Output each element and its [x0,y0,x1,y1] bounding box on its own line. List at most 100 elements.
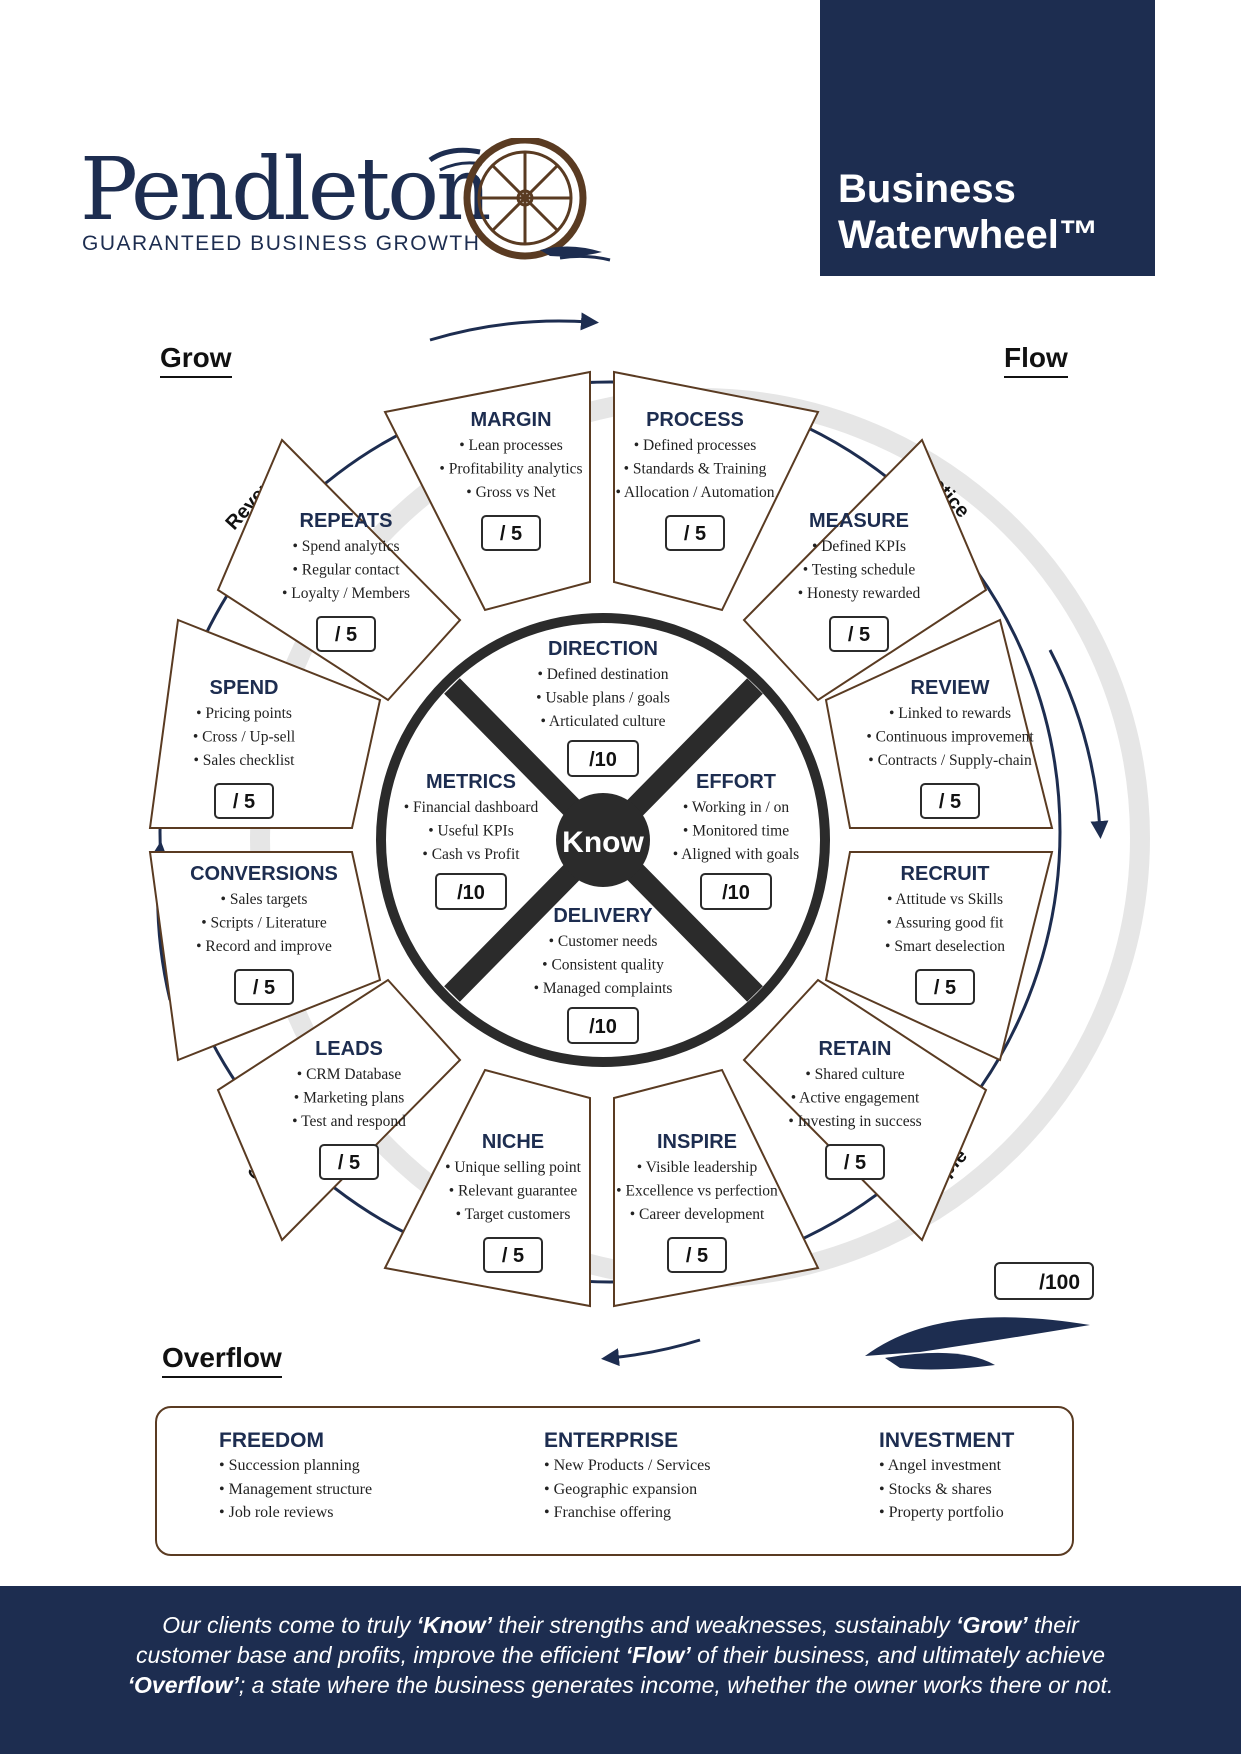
segment-item: • Sales targets [221,891,308,908]
wave-decoration [865,1317,1090,1370]
segment-item: • Assuring good fit [887,915,1005,932]
score-box[interactable] [316,616,376,652]
segment-item: • Monitored time [683,823,789,840]
outer-segment-margin: MARGIN• Lean processes• Profitability an… [383,370,591,612]
score-box[interactable] [234,969,294,1005]
score-box[interactable] [567,1007,639,1044]
segment-item: • Managed complaints [534,980,673,997]
segment-item: • Smart deselection [885,938,1005,955]
score-box[interactable] [435,873,507,910]
segment-title: REVIEW [911,677,990,699]
arrow-bottom [601,1338,701,1367]
overflow-column-freedom: FREEDOM • Succession planning • Manageme… [219,1428,372,1525]
segment-item: • Gross vs Net [466,484,556,501]
segment-item: • Defined destination [537,666,668,683]
segment-item: • Lean processes [459,437,563,454]
list-item: • Franchise offering [544,1504,672,1521]
score-box[interactable] [915,969,975,1005]
segment-item: • Articulated culture [540,713,665,730]
title-line-1: Business [838,167,1016,211]
footer-banner: Our clients come to truly ‘Know’ their s… [0,1586,1241,1754]
segment-item: • Linked to rewards [889,705,1011,722]
segment-outline [824,618,1054,829]
enterprise-title: ENTERPRISE [544,1429,679,1452]
overflow-column-investment: INVESTMENT • Angel investment • Stocks &… [879,1428,1014,1525]
freedom-title: FREEDOM [219,1429,324,1452]
outer-segment-spend: SPEND• Pricing points• Cross / Up-sell• … [148,618,382,829]
outer-segment-recruit: RECRUIT• Attitude vs Skills• Assuring go… [824,851,1054,1062]
overflow-box: FREEDOM • Succession planning • Manageme… [155,1406,1074,1556]
segment-title: PROCESS [646,409,744,431]
list-item: • Angel investment [879,1457,1002,1474]
list-item: • Succession planning [219,1457,360,1474]
segment-outline [383,370,591,612]
score-text: / 5 [335,624,357,646]
segment-title: SPEND [210,677,279,699]
score-box[interactable] [920,783,980,819]
score-box[interactable] [214,783,274,819]
grow-label: Grow [160,342,232,378]
score-box[interactable] [481,515,541,551]
segment-title: DIRECTION [548,638,658,660]
score-text: / 5 [502,1245,524,1267]
score-text: / 5 [684,523,706,545]
segment-item: • Working in / on [683,799,790,816]
score-box[interactable] [567,740,639,777]
segment-item: • Cross / Up-sell [193,729,295,746]
inner-segments: DIRECTION• Defined destination• Usable p… [404,638,799,1044]
arrow-right [1048,649,1109,839]
segment-item: • Allocation / Automation [615,484,774,501]
score-text: / 5 [500,523,522,545]
score-box[interactable] [483,1237,543,1273]
outer-segment-inspire: INSPIRE• Visible leadership• Excellence … [613,1068,820,1308]
score-box[interactable] [700,873,772,910]
outer-segments: MARGIN• Lean processes• Profitability an… [148,370,1054,1308]
score-box[interactable] [319,1144,379,1180]
investment-title: INVESTMENT [879,1429,1015,1452]
segment-item: • Investing in success [788,1113,921,1130]
segment-item: • Useful KPIs [428,823,514,840]
segment-title: LEADS [315,1038,383,1060]
total-score-text: /100 [1039,1271,1080,1294]
score-box[interactable] [829,616,889,652]
segment-item: • Target customers [456,1206,571,1223]
segment-item: • Loyalty / Members [282,585,410,602]
footer-line-2: customer base and profits, improve the e… [135,1642,1106,1668]
segment-item: • CRM Database [297,1066,402,1083]
list-item: • Property portfolio [879,1504,1004,1521]
segment-title: EFFORT [696,771,776,793]
outer-segment-process: PROCESS• Defined processes• Standards & … [613,370,820,612]
total-score-box[interactable] [994,1262,1094,1300]
score-text: / 5 [253,977,275,999]
list-item: • New Products / Services [544,1457,711,1474]
segment-item: • Spend analytics [292,538,399,555]
segment-outline [742,978,988,1242]
inner-segment-direction: DIRECTION• Defined destination• Usable p… [536,638,670,777]
score-box[interactable] [825,1144,885,1180]
outer-segment-measure: MEASURE• Defined KPIs• Testing schedule•… [742,438,988,702]
score-text: / 5 [939,791,961,813]
list-item: • Management structure [219,1480,373,1498]
segment-title: RECRUIT [901,863,990,885]
score-text: /10 [457,882,485,904]
segment-item: • Financial dashboard [404,799,539,816]
score-box[interactable] [665,515,725,551]
hub-center [556,793,650,887]
inner-segment-effort: EFFORT• Working in / on• Monitored time•… [673,771,799,910]
segment-item: • Cash vs Profit [422,846,520,863]
inner-segment-metrics: METRICS• Financial dashboard• Useful KPI… [404,771,539,910]
score-text: /10 [589,749,617,771]
score-text: / 5 [934,977,956,999]
segment-item: • Excellence vs perfection [616,1183,778,1200]
footer-line-3: ‘Overflow’; a state where the business g… [127,1672,1114,1698]
score-box[interactable] [667,1237,727,1273]
score-text: /10 [722,882,750,904]
segment-item: • Active engagement [791,1090,920,1107]
segment-item: • Customer needs [549,933,658,950]
outer-rim [158,380,1062,1284]
segment-item: • Visible leadership [637,1159,758,1176]
score-text: / 5 [338,1152,360,1174]
segment-outline [613,370,820,612]
outer-segment-niche: NICHE• Unique selling point• Relevant gu… [383,1068,591,1308]
segment-outline [613,1068,820,1308]
